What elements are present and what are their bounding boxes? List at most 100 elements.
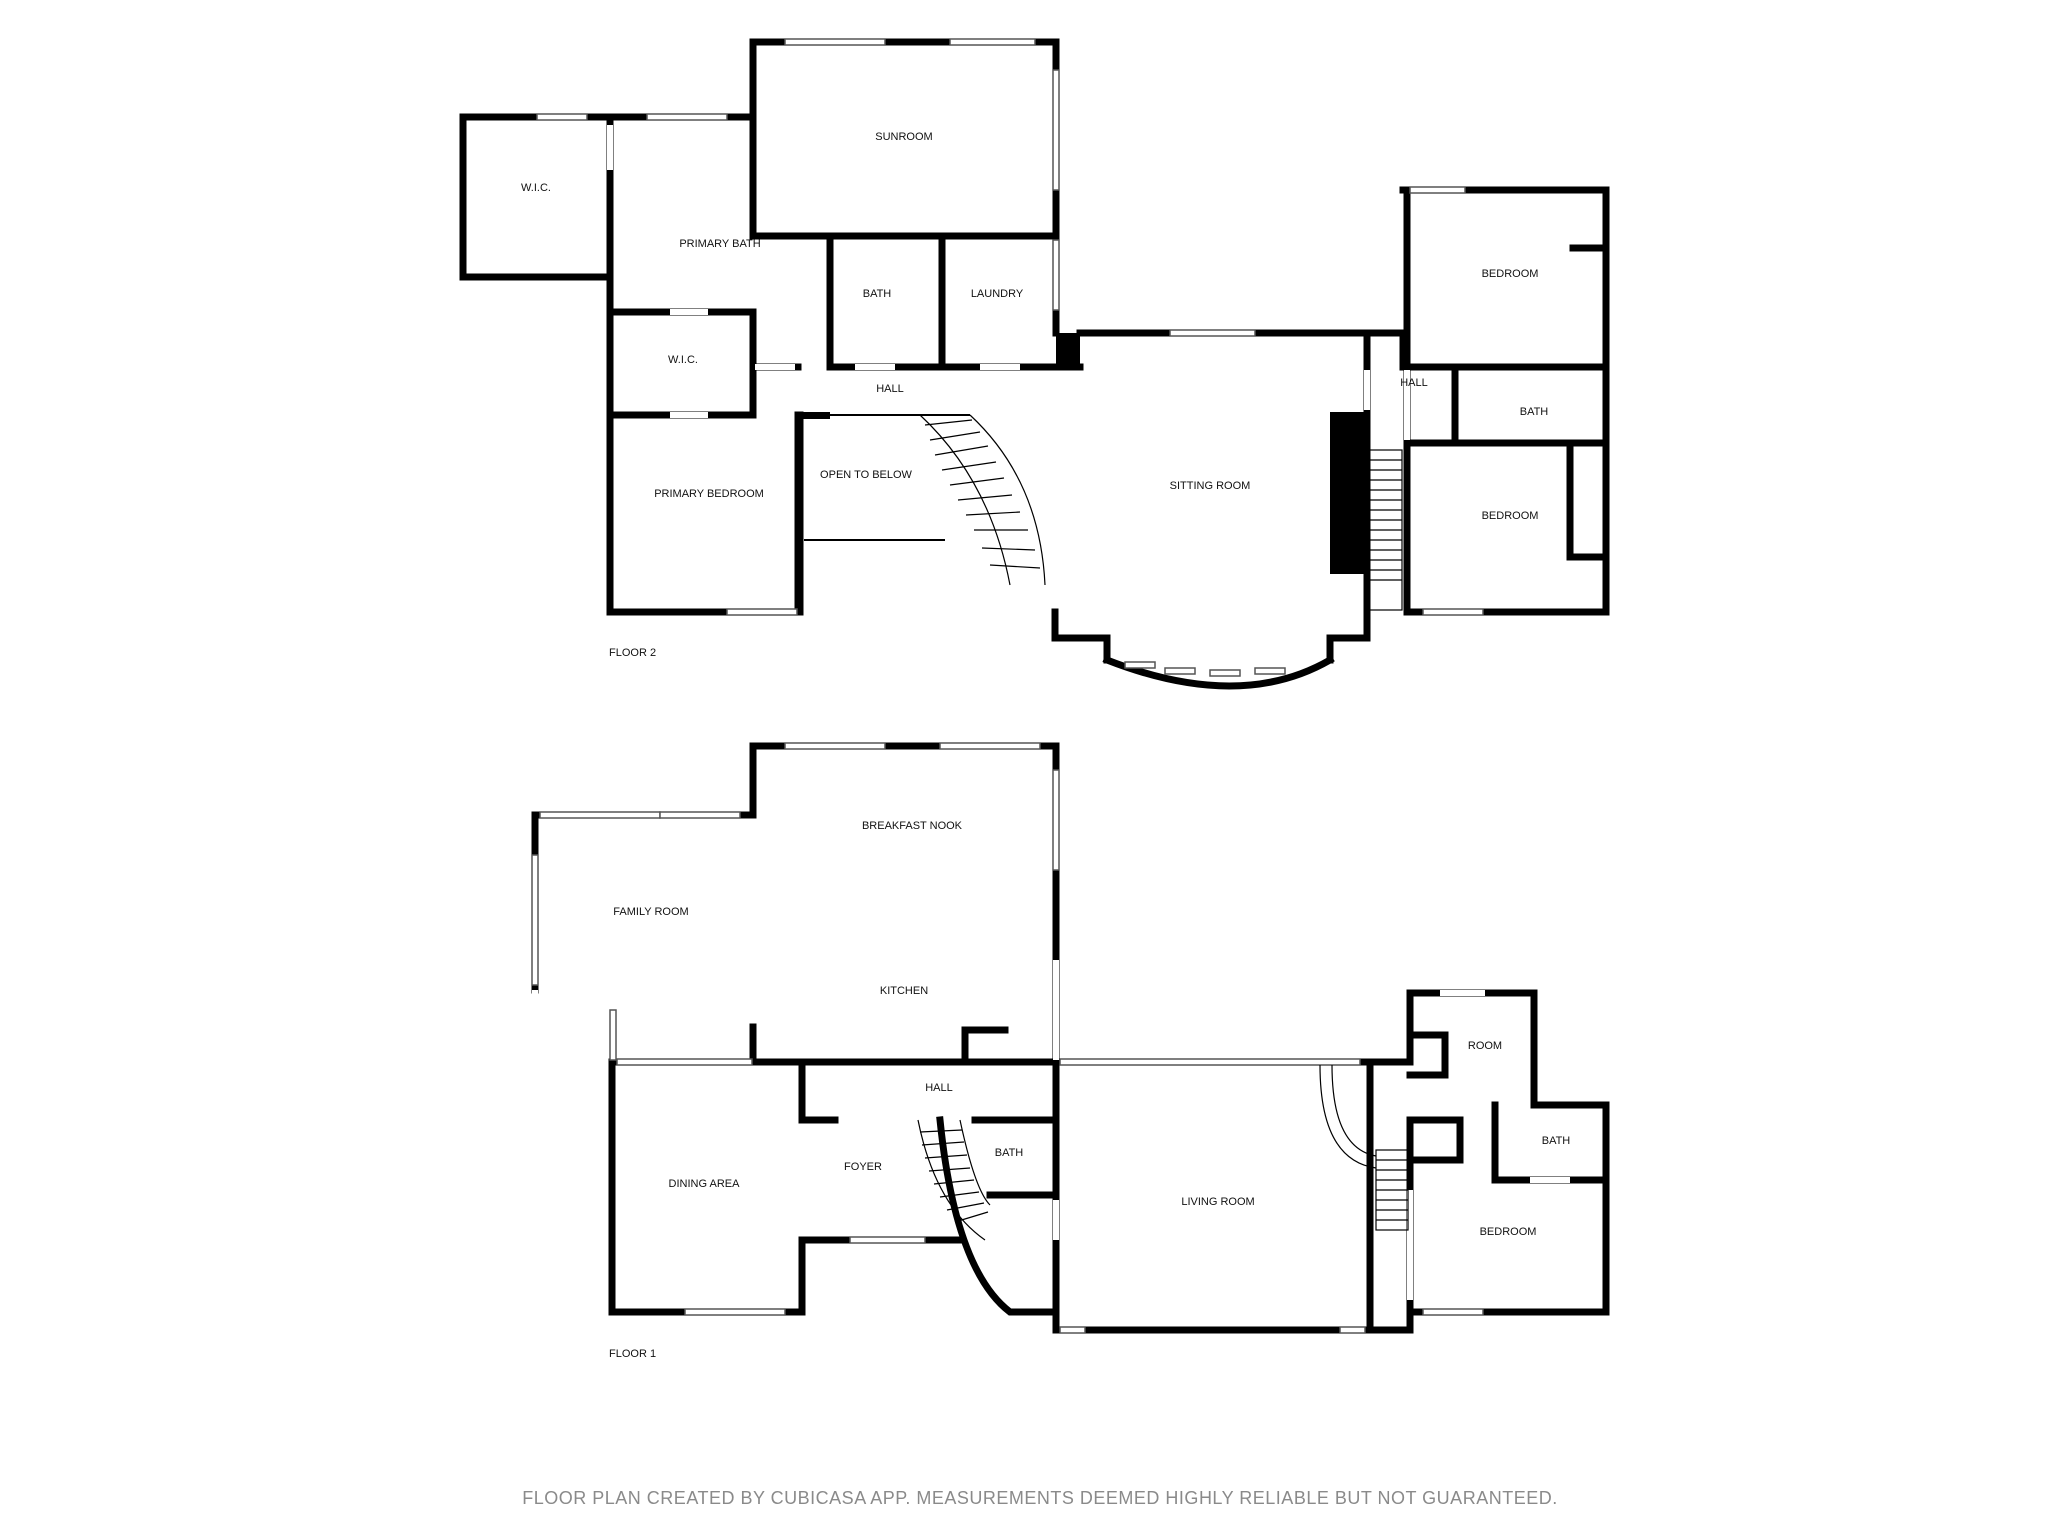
curved-staircase [919, 414, 1046, 586]
curved-staircase [917, 1119, 991, 1241]
dining-walls [608, 1058, 964, 1316]
room-label-bath-right: BATH [1542, 1135, 1571, 1147]
window [616, 1058, 753, 1066]
floor-1-label: FLOOR 1 [609, 1348, 656, 1360]
floor-1-plan: BREAKFAST NOOK FAMILY ROOM KITCHEN HALL … [531, 742, 1610, 1360]
window [646, 113, 728, 121]
chimney-block [1056, 333, 1080, 367]
room-label-sitting-room: SITTING ROOM [1170, 480, 1251, 492]
room-label-open-to-below: OPEN TO BELOW [820, 469, 913, 481]
door-opening [670, 309, 708, 315]
door-opening [755, 364, 795, 370]
window [659, 811, 741, 819]
door-opening [1440, 990, 1485, 996]
window [949, 38, 1036, 46]
primary-bedroom-walls [606, 411, 802, 616]
room-label-primary-bedroom: PRIMARY BEDROOM [654, 488, 764, 500]
window [1409, 186, 1466, 194]
window [1422, 608, 1484, 616]
room-label-sunroom: SUNROOM [875, 131, 932, 143]
door-opening [1053, 960, 1059, 1060]
window [1052, 239, 1060, 311]
room-label-living-room: LIVING ROOM [1181, 1196, 1254, 1208]
straight-staircase [1375, 1149, 1409, 1231]
wic-2-walls [606, 308, 802, 371]
door-opening [1407, 1190, 1413, 1300]
wic-left-walls [459, 113, 614, 281]
window [531, 854, 539, 986]
window [849, 1236, 926, 1244]
door-opening [670, 412, 708, 418]
bath-walls [971, 1116, 1060, 1199]
room-label-hall-right: HALL [1400, 377, 1428, 389]
bedroom-walls [1406, 1116, 1464, 1164]
room-label-bedroom-bottom: BEDROOM [1482, 510, 1539, 522]
right-wing-walls [1366, 989, 1610, 1334]
window [726, 608, 798, 616]
floor-2-plan: W.I.C. SUNROOM PRIMARY BATH BATH LAUNDRY… [459, 38, 1610, 690]
sitting-room-right-walls [1326, 608, 1371, 664]
hall-walls [798, 1058, 839, 1124]
straight-staircase [1366, 449, 1403, 611]
window [1124, 661, 1156, 669]
room-label-bedroom: BEDROOM [1480, 1226, 1537, 1238]
door-opening [607, 125, 613, 170]
window [1254, 667, 1286, 675]
hall-top-walls [961, 1026, 1009, 1066]
room-label-room: ROOM [1468, 1040, 1502, 1052]
room-label-bath-right: BATH [1520, 406, 1549, 418]
door-opening [532, 990, 538, 1060]
window [1059, 1058, 1361, 1066]
window [1339, 1326, 1366, 1334]
window [1164, 667, 1196, 675]
closet-wall-2 [1566, 439, 1610, 561]
sitting-room-bay-wall [1102, 655, 1335, 690]
window [1052, 769, 1060, 871]
room-label-breakfast-nook: BREAKFAST NOOK [862, 820, 963, 832]
room-label-bedroom-top: BEDROOM [1482, 268, 1539, 280]
door-opening [1364, 370, 1370, 410]
window [1209, 669, 1241, 677]
window [939, 742, 1041, 750]
fireplace-block [1330, 412, 1367, 574]
curved-stair-wall [936, 1116, 1060, 1334]
sitting-room-top-wall [1076, 329, 1407, 371]
open-to-below-post [800, 412, 830, 419]
window [784, 742, 886, 750]
room-label-bath: BATH [995, 1147, 1024, 1159]
door-opening [1530, 1177, 1570, 1183]
room-label-family-room: FAMILY ROOM [613, 906, 688, 918]
door-opening [1053, 1200, 1059, 1240]
window [684, 1308, 786, 1316]
room-label-kitchen: KITCHEN [880, 985, 928, 997]
room-label-wic: W.I.C. [521, 182, 551, 194]
window [1052, 69, 1060, 191]
room-label-dining-area: DINING AREA [669, 1178, 741, 1190]
room-label-hall: HALL [925, 1082, 953, 1094]
stair-treads [919, 1129, 989, 1223]
footer-disclaimer: FLOOR PLAN CREATED BY CUBICASA APP. MEAS… [522, 1488, 1557, 1508]
room-label-primary-bath: PRIMARY BATH [679, 238, 760, 250]
right-wing-walls [1399, 186, 1610, 616]
curved-rail [1319, 1064, 1377, 1169]
door-opening [980, 364, 1020, 370]
window [1422, 1308, 1484, 1316]
door-opening [855, 364, 895, 370]
room-label-wic-2: W.I.C. [668, 354, 698, 366]
room-label-foyer: FOYER [844, 1161, 882, 1173]
door-opening [1404, 370, 1410, 440]
room-label-laundry: LAUNDRY [971, 288, 1024, 300]
sitting-room-bottom-walls [1051, 608, 1111, 664]
room-walls [1406, 1031, 1449, 1079]
window [539, 811, 661, 819]
window [536, 113, 588, 121]
window [1169, 329, 1256, 337]
window [1059, 1326, 1086, 1334]
floor-2-label: FLOOR 2 [609, 647, 656, 659]
stair-treads [924, 419, 1041, 569]
room-label-bath: BATH [863, 288, 892, 300]
room-label-hall: HALL [876, 383, 904, 395]
window [609, 1009, 617, 1061]
window [784, 38, 886, 46]
